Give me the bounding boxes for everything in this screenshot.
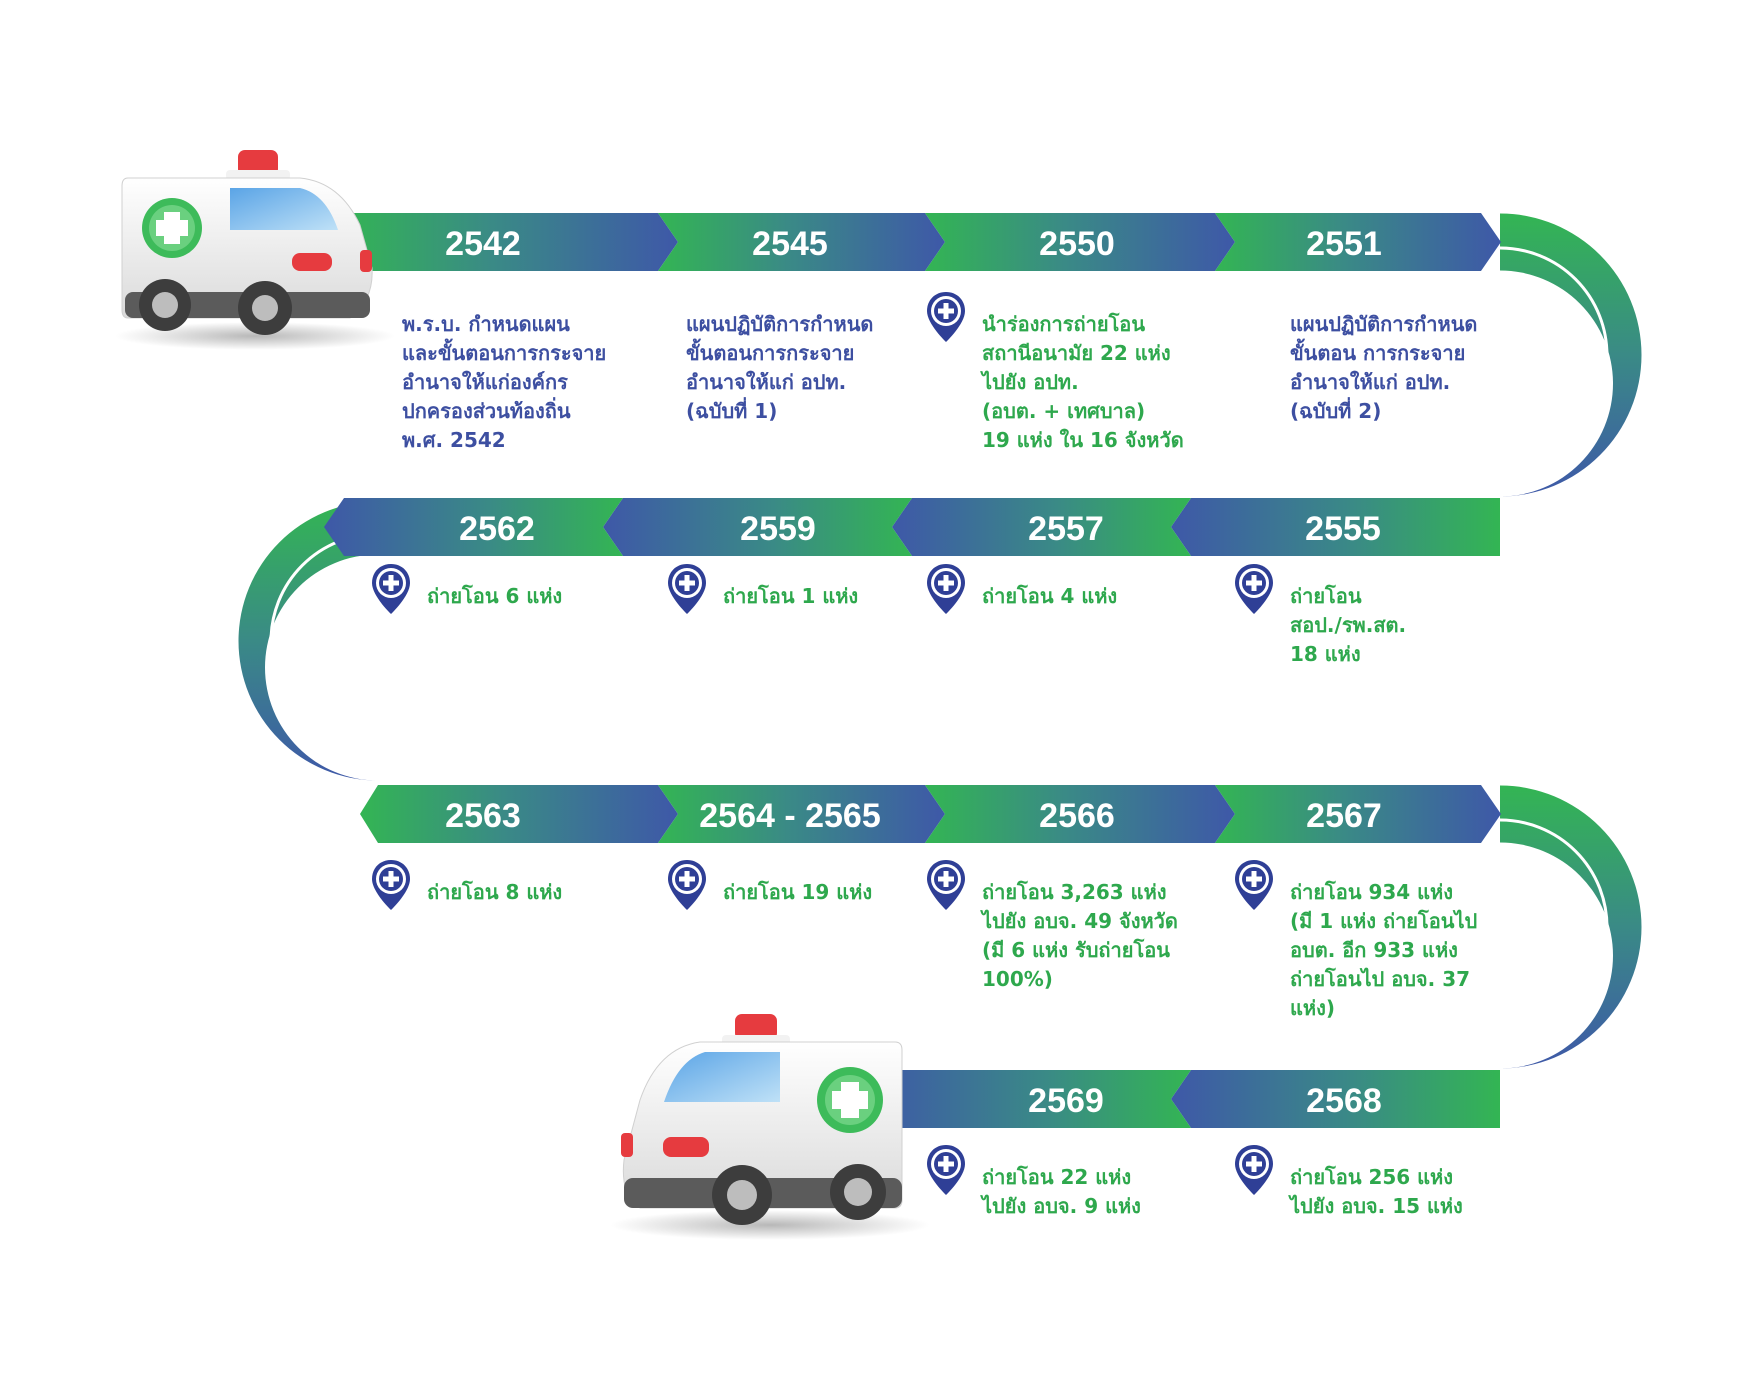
milestone-description: แผนปฏิบัติการกำหนด ขั้นตอน การกระจาย อำน… — [1290, 312, 1478, 423]
milestone-description: ถ่ายโอน 256 แห่ง ไปยัง อบจ. 15 แห่ง — [1290, 1165, 1463, 1218]
year-label: 2559 — [740, 510, 816, 548]
segment-2566 — [925, 785, 1235, 843]
year-label: 2569 — [1028, 1082, 1104, 1120]
milestone-description: ถ่ายโอน สอป./รพ.สต. 18 แห่ง — [1290, 584, 1407, 666]
segment-2555 — [1171, 498, 1500, 556]
curve-left-1-line — [269, 532, 379, 750]
milestone-description: ถ่ายโอน 8 แห่ง — [427, 880, 563, 904]
curve-right-1-line — [1499, 246, 1609, 464]
year-label: 2557 — [1028, 510, 1104, 548]
row-4: 2568 2569 — [870, 1070, 1500, 1128]
medical-pin-icon — [924, 858, 968, 912]
ambulance-icon — [115, 150, 395, 350]
year-label: 2550 — [1039, 225, 1115, 263]
segment-2569 — [870, 1070, 1191, 1128]
segment-2542 — [340, 213, 678, 271]
year-label: 2568 — [1306, 1082, 1382, 1120]
milestone-description: ถ่ายโอน 19 แห่ง — [723, 880, 873, 904]
medical-pin-icon — [1232, 562, 1276, 616]
medical-pin-icon — [924, 562, 968, 616]
segment-2567 — [1215, 785, 1501, 843]
curve-right-2 — [1500, 785, 1642, 1069]
segment-2557 — [892, 498, 1191, 556]
medical-pin-icon — [1232, 858, 1276, 912]
milestone-description: ถ่ายโอน 1 แห่ง — [723, 584, 859, 608]
milestone-description: พ.ร.บ. กำหนดแผน และขั้นตอนการกระจาย อำนา… — [402, 312, 607, 452]
medical-pin-icon — [924, 290, 968, 344]
curve-right-2-line — [1499, 818, 1609, 1036]
row-3: 2563 2564 - 2565 2566 2567 — [360, 785, 1501, 843]
year-label: 2551 — [1306, 225, 1382, 263]
medical-pin-icon — [665, 562, 709, 616]
milestone-description: ถ่ายโอน 3,263 แห่ง ไปยัง อบจ. 49 จังหวัด… — [982, 880, 1178, 991]
curve-left-1 — [238, 501, 378, 781]
row-1: 2542 2545 2550 2551 — [340, 213, 1501, 271]
segment-2559 — [603, 498, 912, 556]
milestone-description: แผนปฏิบัติการกำหนด ขั้นตอนการกระจาย อำนา… — [686, 312, 874, 423]
year-label: 2564 - 2565 — [699, 797, 881, 835]
medical-pin-icon — [369, 858, 413, 912]
year-label: 2567 — [1306, 797, 1382, 835]
year-label: 2542 — [445, 225, 521, 263]
segment-2551 — [1215, 213, 1501, 271]
curve-right-1 — [1500, 213, 1642, 497]
milestone-description: ถ่ายโอน 934 แห่ง (มี 1 แห่ง ถ่ายโอนไป อบ… — [1290, 880, 1478, 1020]
milestone-description: นำร่องการถ่ายโอน สถานีอนามัย 22 แห่ง ไปย… — [982, 312, 1184, 452]
milestone-description: ถ่ายโอน 22 แห่ง ไปยัง อบจ. 9 แห่ง — [982, 1165, 1141, 1218]
year-label: 2545 — [752, 225, 828, 263]
segment-2545 — [658, 213, 945, 271]
segment-2563 — [360, 785, 678, 843]
medical-pin-icon — [369, 562, 413, 616]
segment-2550 — [925, 213, 1235, 271]
milestone-description: ถ่ายโอน 6 แห่ง — [427, 584, 563, 608]
segment-2562 — [324, 498, 623, 556]
road-curves — [238, 213, 1642, 1069]
segment-2568 — [1171, 1070, 1500, 1128]
milestone-description: ถ่ายโอน 4 แห่ง — [982, 584, 1118, 608]
year-label: 2562 — [459, 510, 535, 548]
ambulance-icon — [610, 1014, 930, 1240]
year-label: 2555 — [1305, 510, 1381, 548]
row-2: 2555 2557 2559 2562 — [324, 498, 1500, 556]
medical-pin-icon — [924, 1143, 968, 1197]
segment-2564-2565 — [658, 785, 945, 843]
year-label: 2563 — [445, 797, 521, 835]
year-label: 2566 — [1039, 797, 1115, 835]
medical-pin-icon — [665, 858, 709, 912]
medical-pin-icon — [1232, 1143, 1276, 1197]
